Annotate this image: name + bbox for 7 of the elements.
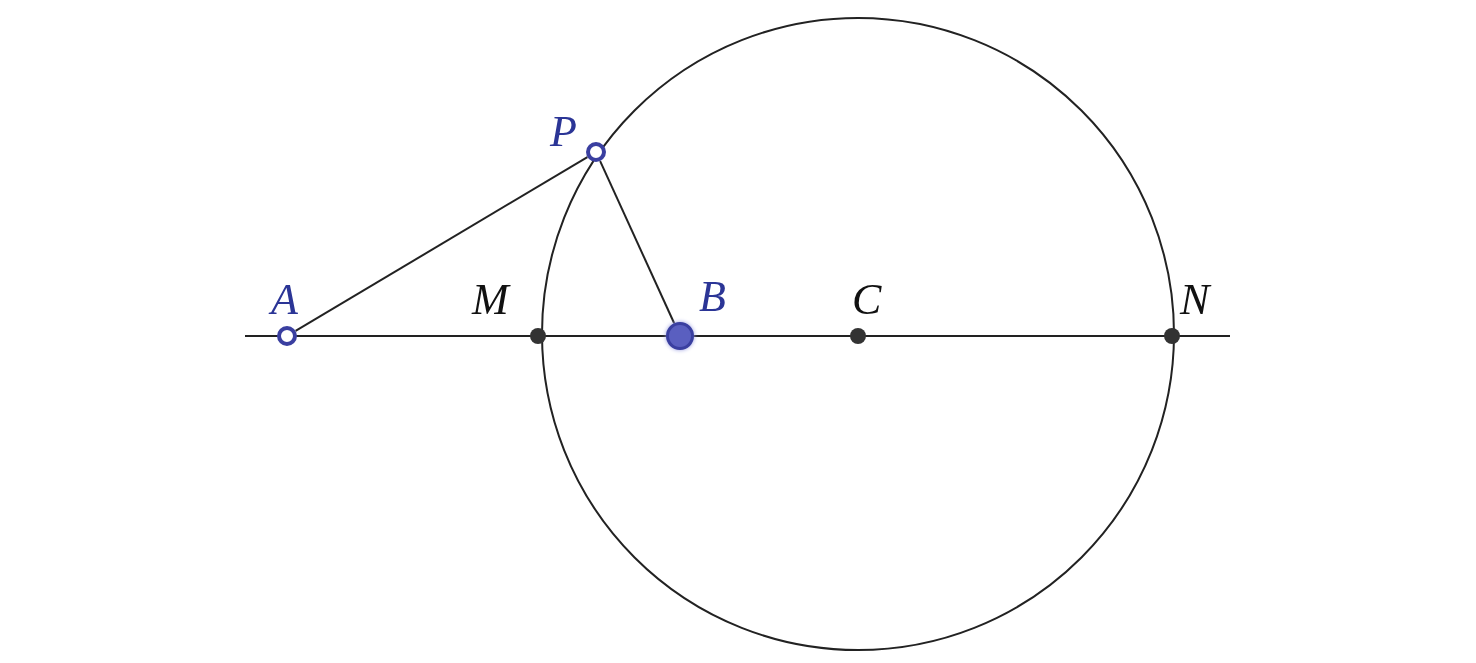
line-segment — [599, 160, 676, 325]
point-letter: M — [472, 278, 509, 322]
line-segment — [294, 156, 589, 332]
point-letter: P — [550, 110, 577, 154]
point-letter: C — [852, 278, 882, 322]
point-letter: N — [1180, 278, 1210, 322]
point-letter: B — [699, 275, 726, 319]
